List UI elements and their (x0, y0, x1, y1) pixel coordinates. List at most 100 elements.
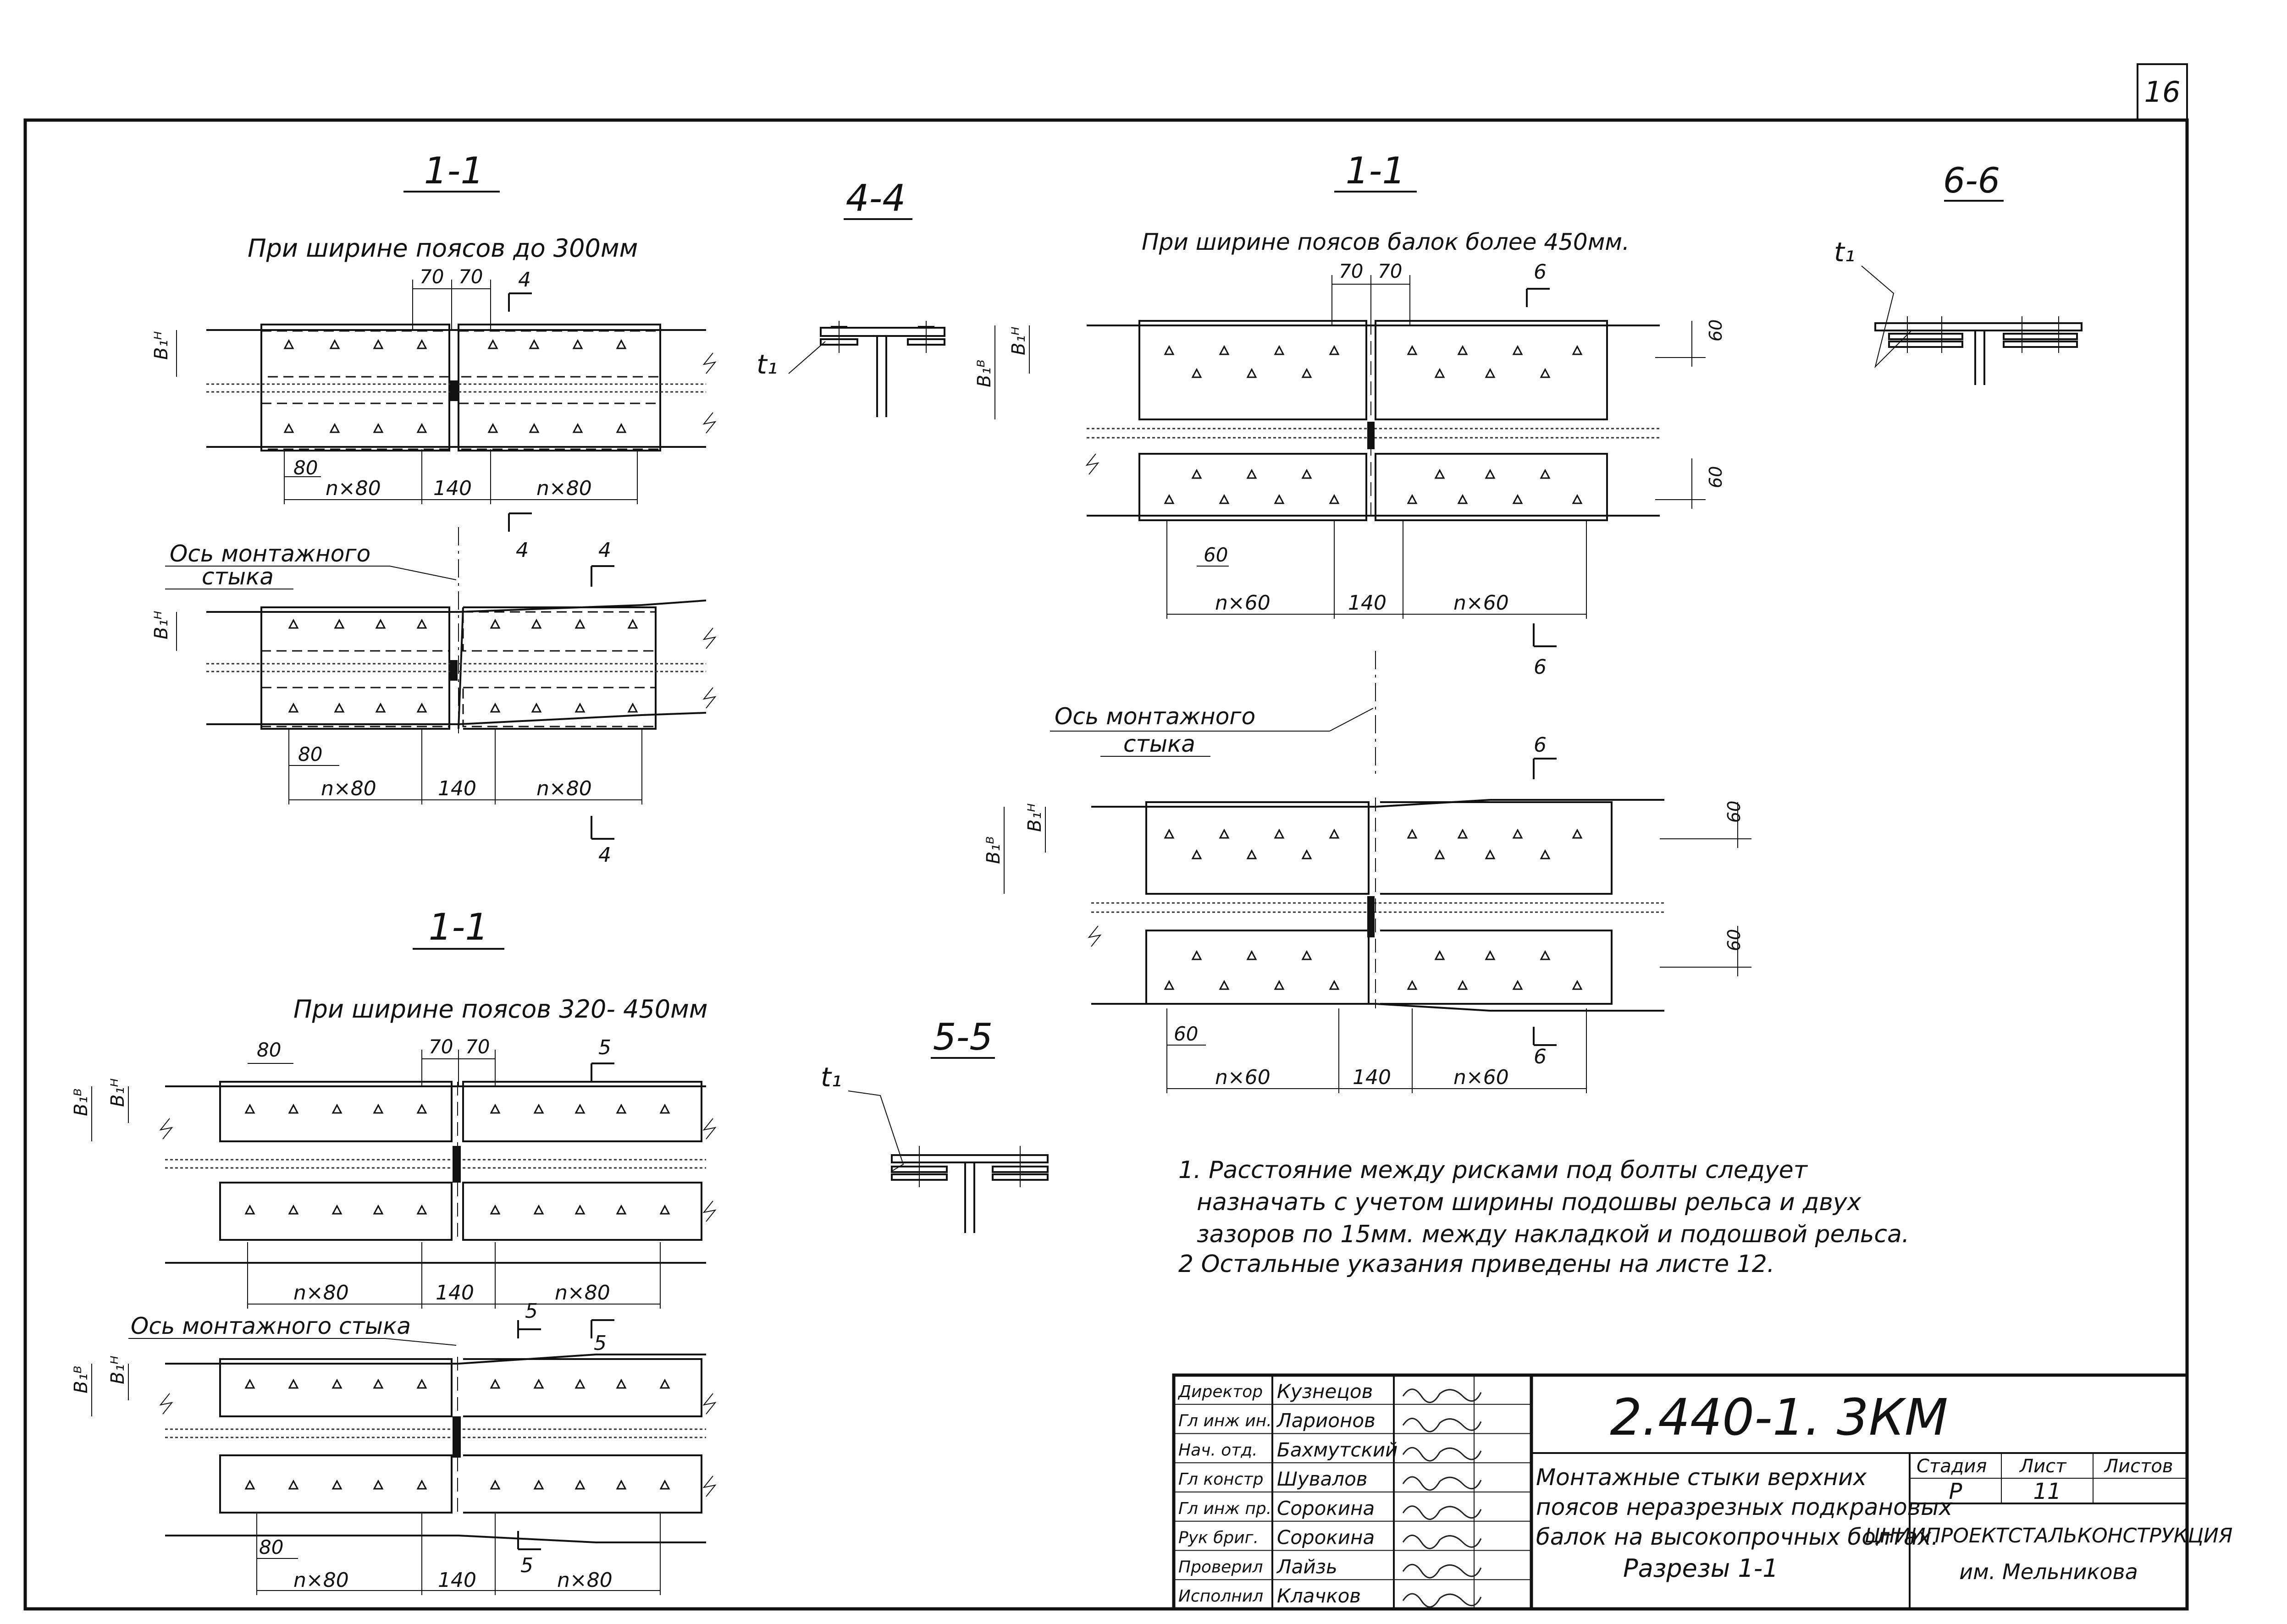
bolt-hole (283, 423, 294, 433)
bolt-hole (490, 1378, 501, 1389)
dim-80: 80 (257, 1039, 281, 1061)
bolt-hole (1457, 494, 1468, 504)
bolt-hole (490, 1204, 501, 1215)
bolt-hole (373, 339, 384, 349)
sheet-label: Лист (2019, 1456, 2067, 1477)
bolt-hole (1512, 980, 1523, 990)
bolt-hole (531, 618, 542, 629)
staff-name: Ларионов (1276, 1409, 1376, 1432)
bolt-hole (1512, 494, 1523, 504)
cut-mark-6: 6 (1534, 260, 1547, 284)
drawing-title-line: поясов неразрезных подкрановых (1536, 1494, 1953, 1520)
view-title: 1-1 (424, 149, 484, 192)
dim-70: 70 (420, 265, 444, 288)
bolt-hole (288, 618, 299, 629)
staff-role: Исполнил (1178, 1587, 1263, 1606)
dim-140: 140 (1353, 1066, 1391, 1089)
bolt-hole (1407, 345, 1418, 355)
staff-role: Гл инж ин. (1178, 1412, 1272, 1431)
bolt-hole (490, 618, 501, 629)
drawing-title-line: балок на высокопрочных болтах. (1536, 1524, 1939, 1550)
bolt-hole (1512, 828, 1523, 839)
bolt-hole (373, 1378, 384, 1389)
sheet-value: 11 (2033, 1479, 2061, 1504)
bolt-hole (1274, 828, 1285, 839)
bolt-hole (659, 1378, 670, 1389)
bolt-hole (1485, 950, 1496, 960)
cut-mark-5: 5 (525, 1299, 538, 1323)
bolt-hole (616, 339, 627, 349)
note-line: назначать с учетом ширины подошвы рельса… (1197, 1189, 1862, 1216)
signature (1402, 1418, 1482, 1432)
signature (1402, 1593, 1482, 1608)
bolt-hole (373, 1479, 384, 1490)
dim-n60-left: n×60 (1215, 1066, 1271, 1089)
bolt-hole (1485, 368, 1496, 378)
bolt-hole (1434, 468, 1445, 479)
bolt-hole (531, 702, 542, 713)
bolt-hole (627, 618, 638, 629)
bolt-hole (416, 1378, 427, 1389)
cut-mark-6: 6 (1534, 733, 1547, 757)
bolt-hole (244, 1378, 255, 1389)
t1-label: t₁ (1834, 237, 1855, 268)
dim-140: 140 (438, 1569, 476, 1592)
dim-70: 70 (429, 1035, 453, 1058)
bolt-holes (244, 339, 1583, 1490)
signature (1402, 1447, 1482, 1462)
t1-label: t₁ (757, 349, 778, 380)
dim-b1b: B₁ᴮ (974, 359, 995, 387)
dim-b1b: B₁ᴮ (71, 1088, 92, 1116)
staff-name: Лайзь (1276, 1555, 1337, 1578)
cut-mark-6: 6 (1534, 655, 1547, 679)
dim-n80-left: n×80 (293, 1281, 349, 1305)
bolt-hole (616, 1378, 627, 1389)
dim-n60-right: n×60 (1453, 1066, 1509, 1089)
bolt-hole (244, 1479, 255, 1490)
axis-label: Ось монтажного (1055, 703, 1255, 730)
dim-n60-left: n×60 (1215, 591, 1271, 615)
bolt-hole (416, 1479, 427, 1490)
t1-label: t₁ (821, 1062, 842, 1093)
view-title: 1-1 (429, 906, 489, 948)
bolt-hole (1407, 980, 1418, 990)
bolt-hole (1457, 828, 1468, 839)
bolt-hole (533, 1204, 544, 1215)
bolt-hole (572, 423, 583, 433)
bolt-hole (490, 702, 501, 713)
staff-name: Сорокина (1277, 1497, 1375, 1519)
bolt-hole (1164, 980, 1175, 990)
bolt-hole (1540, 950, 1551, 960)
view-subtitle: При ширине поясов до 300мм (248, 234, 638, 263)
bolt-hole (490, 1479, 501, 1490)
sheet-border (23, 118, 2189, 1611)
section-title: 4-4 (846, 177, 906, 220)
bolt-hole (331, 1103, 342, 1114)
dim-70: 70 (465, 1035, 490, 1058)
cut-mark-6: 6 (1534, 1045, 1547, 1068)
bolt-hole (1191, 468, 1202, 479)
bolt-hole (1329, 980, 1340, 990)
dim-b1h: B₁ᴴ (107, 1356, 128, 1384)
bolt-hole (1274, 345, 1285, 355)
bolt-hole (1301, 468, 1312, 479)
staff-role: Рук бриг. (1178, 1529, 1259, 1547)
staff-role: Гл констр (1178, 1470, 1263, 1489)
bolt-hole (1540, 368, 1551, 378)
section-6-6: 6-6 t₁ (1834, 160, 2083, 385)
bolt-hole (575, 1479, 586, 1490)
bolt-hole (1191, 950, 1202, 960)
bolt-hole (244, 1103, 255, 1114)
document-code: 2.440-1. 3КМ (1610, 1388, 1948, 1447)
view-1-1-medium-variant: Ось монтажного стыка 5 5 B₁ᴮ B₁ᴴ 80 (71, 1299, 717, 1595)
dim-60: 60 (1724, 801, 1744, 823)
cut-mark-5: 5 (594, 1332, 607, 1355)
bolt-hole (616, 1479, 627, 1490)
dim-n60-right: n×60 (1453, 591, 1509, 615)
bolt-hole (1512, 345, 1523, 355)
dim-140: 140 (433, 477, 472, 500)
bolt-hole (1219, 980, 1230, 990)
note-line: зазоров по 15мм. между накладкой и подош… (1197, 1221, 1909, 1248)
